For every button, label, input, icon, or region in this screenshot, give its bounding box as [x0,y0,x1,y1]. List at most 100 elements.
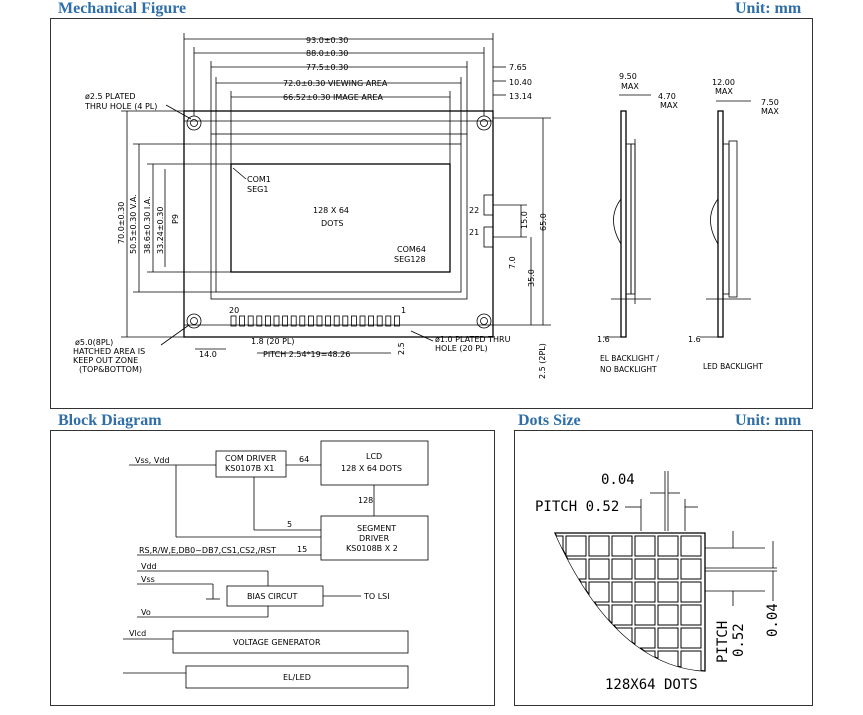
hole-note-2: THRU HOLE (4 PL) [84,102,157,111]
block-diagram-panel: Vss, Vdd COM DRIVER KS0107B X1 64 LCD 12… [50,430,495,706]
dots-size-panel: 0.04 PITCH 0.52 PITCH 0.52 0.04 128X64 D… [514,430,813,706]
voltage-generator-label: VOLTAGE GENERATOR [233,638,321,647]
pin [239,315,246,327]
v-004-label: 0.04 [765,603,781,637]
dot-cell [588,558,610,580]
bus-128: 128 [358,496,373,505]
v-pitch-label: PITCH [715,621,731,663]
el-backlight-2: NO BACKLIGHT [600,365,657,374]
pitch-label: PITCH 0.52 [535,499,619,515]
to-lsi-label: TO LSI [363,592,390,601]
viewing-area [215,143,462,293]
dot-cell [588,581,610,603]
dot-cell [565,581,587,603]
mechanical-figure-panel: 93.0±0.30 88.0±0.30 77.5±0.30 72.0±0.30 … [50,18,813,409]
keep-out-2: KEEP OUT ZONE [73,356,138,365]
lcd-box [320,440,429,486]
unit-label-2: Unit: mm [735,412,802,429]
dot-cell [680,581,702,603]
bezel-outline [210,133,468,300]
dot-cell [611,604,633,626]
dots-caption: 128X64 DOTS [605,677,698,693]
seg-driver-label-3: KS0108B X 2 [346,544,398,553]
pin [342,315,349,327]
el-max-1: MAX [621,82,639,91]
dot-cell [588,627,610,649]
mechanical-figure-title: Mechanical Figure [58,0,187,17]
led-7-50: 7.50 [761,98,779,107]
el-1-6: 1.6 [597,335,610,344]
dot-cell [565,604,587,626]
led-backlight: LED BACKLIGHT [703,362,763,371]
seg1-label: SEG1 [247,185,268,194]
dim-image-area: 66.52±0.30 IMAGE AREA [283,93,383,102]
pin [333,315,340,327]
dot-grid [543,535,702,694]
dot-cell [657,581,679,603]
dot-cell [588,535,610,557]
seg-driver-label-1: SEGMENT [357,524,396,533]
dim-10-40: 10.40 [509,78,532,87]
pin [264,315,271,327]
dot-cell [555,581,564,603]
lcd-label-1: LCD [366,452,382,461]
dot-cell [565,627,587,649]
dots-label-2: DOTS [321,219,343,228]
bias-label: BIAS CIRCUT [247,592,297,601]
dot-cell [611,627,633,649]
dot-cell [634,604,656,626]
dot-cell [680,650,702,671]
el-4-70: 4.70 [658,92,676,101]
bus-5: 5 [287,520,292,529]
dot-cell [634,581,656,603]
lcd-label-2: 128 X 64 DOTS [341,464,402,473]
pin [359,315,366,327]
com-driver-label-1: COM DRIVER [225,454,277,463]
dots-size-title: Dots Size [518,412,581,429]
dot-cell [555,627,564,649]
dim-65: 65.0 [539,213,548,231]
segment-driver-box [320,515,429,561]
dot-cell [543,674,563,694]
dot-cell [657,650,679,671]
com-driver-box [215,450,287,478]
pin [376,315,383,327]
v-052-label: 0.52 [731,623,747,657]
keep-out-1: HATCHED AREA IS [73,347,145,356]
dot-cell [680,535,702,557]
dim-88: 88.0±0.30 [306,49,348,58]
image-area [230,163,451,273]
pin [230,315,237,327]
pin-20: 20 [229,306,239,315]
dim-15: 15.0 [520,211,529,229]
side-view-led [700,100,751,338]
keep-out-3: (TOP&BOTTOM) [79,365,142,374]
seg-driver-label-2: DRIVER [359,534,390,543]
dim-2-5: 2.5 [397,342,406,355]
pin [350,315,357,327]
dim-93: 93.0±0.30 [306,36,348,45]
dim-77-5: 77.5±0.30 [306,63,348,72]
dim-viewing-area: 72.0±0.30 VIEWING AREA [283,79,388,88]
seg128-label: SEG128 [394,255,426,264]
led-max-2: MAX [761,107,779,116]
dim-7-65: 7.65 [509,63,527,72]
dot-cell [588,650,610,671]
dot-cell [657,558,679,580]
dot-cell [555,558,564,580]
vss-vdd-label: Vss, Vdd [135,456,170,465]
hole-1-note-1: ø1.0 PLATED THRU [435,335,511,344]
dot-cell [634,535,656,557]
hole-1-note-2: HOLE (20 PL) [435,344,488,353]
pin [368,315,375,327]
led-max-1: MAX [715,87,733,96]
pin [273,315,280,327]
pin-1: 1 [401,306,406,315]
pin [393,315,400,327]
dim-14: 14.0 [199,350,217,359]
pin [307,315,314,327]
dot-cell [611,650,633,671]
com-driver-label-2: KS0107B X1 [225,464,274,473]
dim-2-5-2pl: 2.5 (2PL) [538,343,547,379]
dot-cell [611,558,633,580]
